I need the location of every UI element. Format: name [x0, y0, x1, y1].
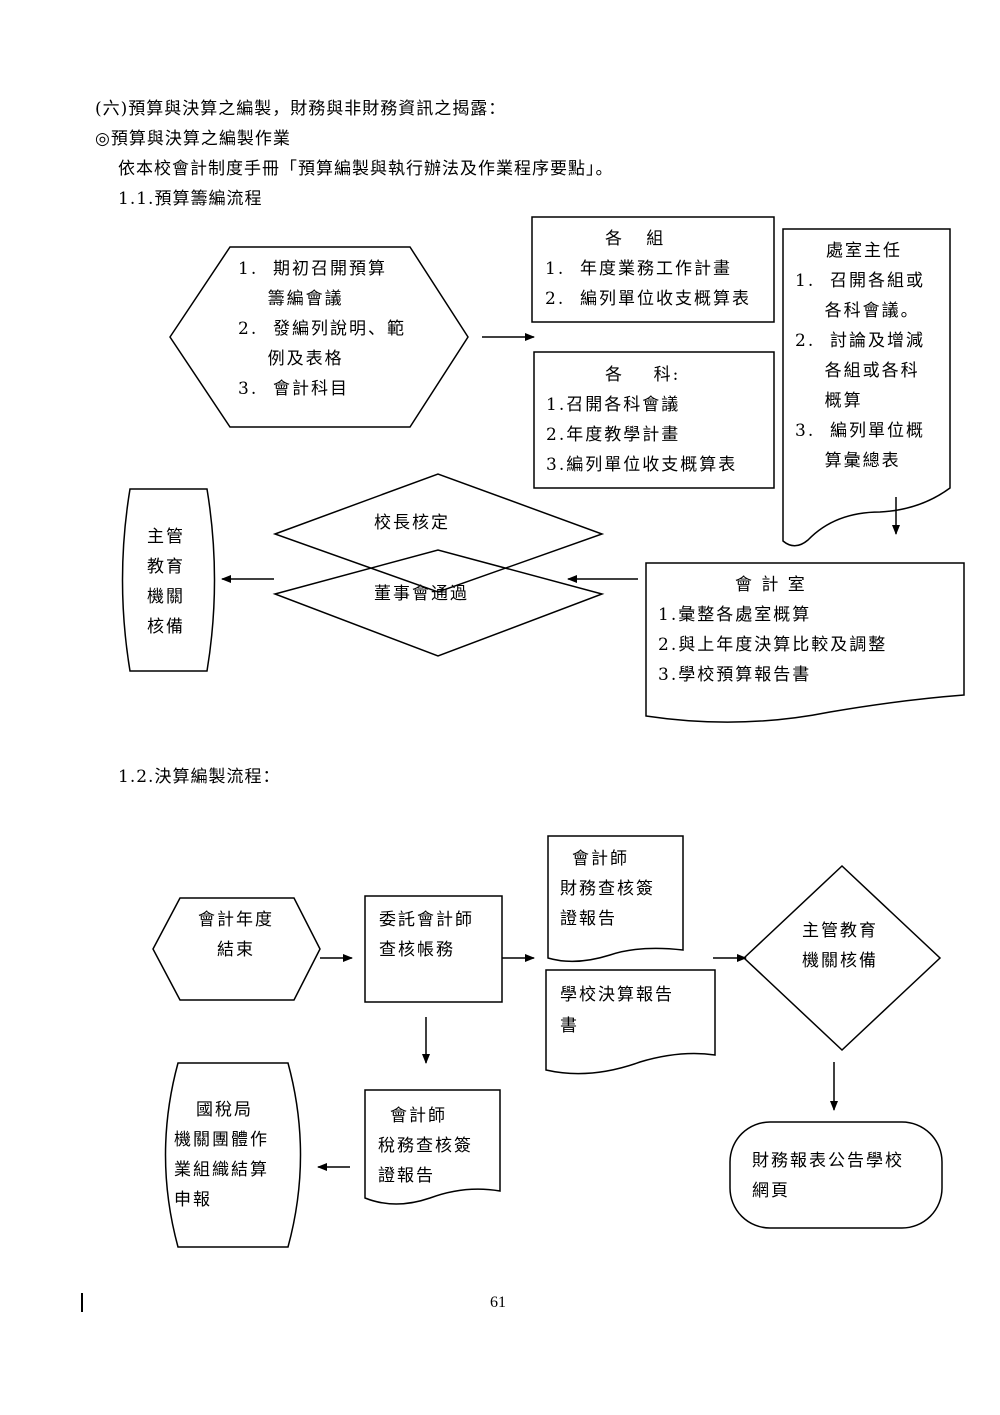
board-approval-label: 董事會通過 [374, 584, 469, 604]
start-line: 3. 會計科目 [238, 379, 350, 399]
tax-bureau-line: 申報 [174, 1190, 212, 1210]
cpa-report-line: 財務查核簽 [560, 879, 655, 899]
final-authority-line: 機關核備 [802, 951, 878, 971]
start-hexagon [169, 246, 469, 428]
subsection-title: ◎預算與決算之編製作業 [95, 129, 291, 149]
departments-item: 2.年度教學計畫 [546, 425, 681, 445]
flow2-title: 1.2.決算編製流程： [118, 767, 281, 787]
principal-approval-label: 校長核定 [374, 513, 450, 533]
authority-terminal [121, 488, 216, 672]
publish-line: 網頁 [752, 1181, 790, 1201]
accounting-item: 3.學校預算報告書 [658, 665, 812, 685]
departments-box [533, 351, 775, 489]
tax-report-line: 證報告 [378, 1166, 435, 1186]
final-authority-line: 主管教育 [802, 921, 878, 941]
tax-bureau-line: 機關團體作 [174, 1130, 269, 1150]
cpa-report-line: 會計師 [572, 849, 629, 869]
start-line: 2. 發編列說明、範 [238, 319, 407, 339]
departments-item: 1.召開各科會議 [546, 395, 681, 415]
flow1-title: 1.1.預算籌編流程 [118, 189, 263, 209]
office-head-document [782, 228, 951, 547]
school-report-line: 學校決算報告 [560, 985, 674, 1005]
cpa-report-line: 證報告 [560, 909, 617, 929]
authority-line: 主管 [147, 527, 185, 547]
authority-line: 教育 [147, 557, 185, 577]
page-number: 61 [490, 1294, 506, 1311]
office-head-item: 3. 編列單位概 [795, 421, 926, 441]
audit-line: 委託會計師 [379, 910, 474, 930]
departments-item: 3.編列單位收支概算表 [546, 455, 738, 475]
office-head-item: 2. 討論及增減 [795, 331, 926, 351]
tax-bureau-line: 業組織結算 [174, 1160, 269, 1180]
authority-diamond [742, 864, 942, 1052]
audit-line: 查核帳務 [379, 940, 455, 960]
description-text: 依本校會計制度手冊「預算編製與執行辦法及作業程序要點」。 [118, 159, 614, 179]
office-head-item: 各組或各科 [795, 361, 920, 381]
section-title: (六)預算與決算之編製，財務與非財務資訊之揭露： [95, 99, 507, 119]
groups-item: 2. 編列單位收支概算表 [545, 289, 752, 309]
year-end-hexagon [152, 897, 321, 1001]
office-head-item: 各科會議。 [795, 301, 920, 321]
tax-bureau-line: 國稅局 [196, 1100, 253, 1120]
start-line: 例及表格 [238, 349, 344, 369]
publish-line: 財務報表公告學校 [752, 1151, 904, 1171]
office-head-item: 1. 召開各組或 [795, 271, 926, 291]
tax-report-document [364, 1089, 501, 1205]
year-end-line: 結束 [217, 940, 255, 960]
start-line: 籌編會議 [238, 289, 344, 309]
tax-report-line: 稅務查核簽 [378, 1136, 473, 1156]
publish-terminal [729, 1121, 943, 1229]
school-report-line: 書 [560, 1016, 579, 1036]
board-diamond [272, 549, 605, 657]
departments-title: 各 科: [605, 365, 681, 385]
year-end-line: 會計年度 [198, 910, 274, 930]
groups-item: 1. 年度業務工作計畫 [545, 259, 733, 279]
tax-bureau-terminal [164, 1062, 302, 1248]
office-head-item: 概算 [795, 391, 863, 411]
school-report-document [545, 969, 716, 1075]
start-line: 1. 期初召開預算 [238, 259, 388, 279]
authority-line: 核備 [147, 617, 185, 637]
groups-box [531, 216, 775, 323]
accounting-item: 1.彙整各處室概算 [658, 605, 812, 625]
accounting-title: 會 計 室 [735, 575, 807, 595]
authority-line: 機關 [147, 587, 185, 607]
accounting-document [645, 562, 965, 723]
audit-box [364, 895, 503, 1003]
groups-title: 各 組 [605, 229, 666, 249]
cpa-report-document [547, 835, 684, 963]
tax-report-line: 會計師 [390, 1106, 447, 1126]
office-head-item: 算彙總表 [795, 451, 901, 471]
principal-diamond [272, 473, 605, 593]
accounting-item: 2.與上年度決算比較及調整 [658, 635, 888, 655]
office-head-title: 處室主任 [826, 241, 902, 261]
